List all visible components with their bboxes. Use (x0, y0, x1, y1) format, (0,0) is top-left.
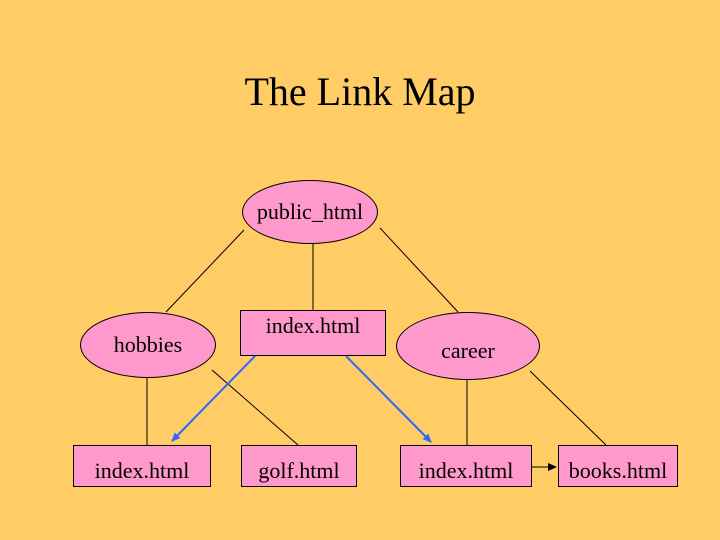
node-books-html-label: books.html (568, 458, 668, 483)
node-books-html: books.html (558, 445, 678, 487)
edge-career-books (529, 370, 607, 446)
node-golf-html: golf.html (241, 445, 357, 487)
edge-hobbies-golf (211, 369, 299, 446)
node-index-html-career-label: index.html (418, 458, 514, 483)
node-golf-html-label: golf.html (258, 458, 340, 483)
node-hobbies: hobbies (80, 312, 216, 378)
edge-root-career (379, 227, 459, 313)
edge-root-hobbies (165, 229, 245, 313)
node-index-html-hobbies: index.html (73, 445, 211, 487)
node-career: career (396, 312, 540, 380)
node-career-label: career (441, 338, 495, 363)
node-hobbies-label: hobbies (113, 332, 183, 357)
node-index-html-hobbies-label: index.html (94, 458, 190, 483)
slide-title: The Link Map (244, 69, 476, 114)
node-public-html-label: public_html (256, 199, 364, 224)
node-public-html: public_html (242, 180, 378, 244)
link-arrow-to-career-index (345, 355, 432, 443)
link-arrow-to-hobbies-index (171, 354, 257, 442)
node-index-html-root: index.html (240, 310, 386, 356)
node-index-html-career: index.html (400, 445, 532, 487)
node-index-html-root-label: index.html (265, 313, 361, 338)
